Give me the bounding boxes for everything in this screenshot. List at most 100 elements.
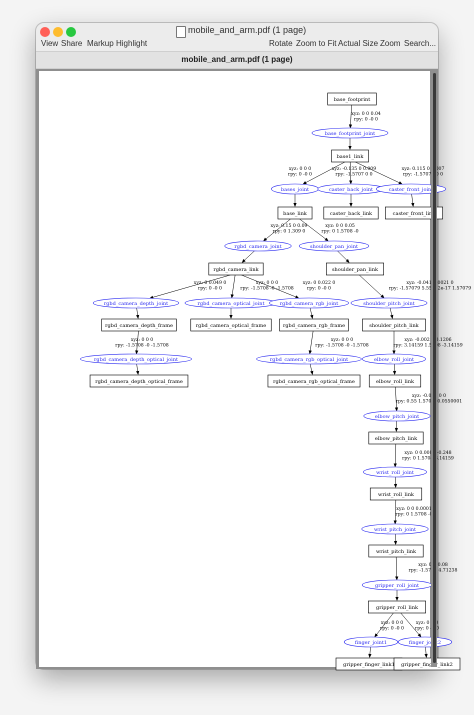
joint-node-label: shoulder_pan_joint	[310, 244, 358, 250]
link-node-label: base1_link	[337, 154, 365, 160]
link-node-label: gripper_roll_link	[376, 605, 419, 611]
joint-transform-label: xyz: 0 0 0	[289, 166, 311, 172]
link-node-label: shoulder_pan_link	[332, 267, 379, 273]
link-node-label: rgbd_camera_optical_frame	[196, 323, 267, 329]
link-node-label: base_footprint	[334, 97, 371, 103]
graph-edge-arrowhead	[136, 314, 140, 319]
graph-edge-arrowhead	[380, 294, 385, 299]
toolbar-zoom-button[interactable]: Zoom	[380, 39, 401, 48]
graph-edge	[136, 307, 139, 317]
graph-edge-arrowhead	[368, 653, 372, 658]
link-node-box	[89, 374, 189, 388]
graph-edge	[355, 161, 401, 184]
graph-edge-arrowhead	[349, 180, 353, 185]
joint-transform-label: xyz: 0 0 0	[331, 337, 353, 343]
link-node-label: shoulder_pitch_link	[369, 323, 419, 329]
link-node-box	[362, 318, 426, 332]
vertical-scrollbar-thumb[interactable]	[433, 73, 436, 663]
graph-edge	[231, 274, 236, 296]
joint-transform-label: rpy: 0 -0 0	[198, 286, 222, 292]
graph-edge-arrowhead	[392, 350, 396, 355]
link-node-label: wrist_roll_link	[378, 492, 415, 498]
graph-edge-arrowhead	[393, 520, 397, 525]
graph-edge-arrowhead	[230, 294, 234, 299]
joint-node-label: rgbd_camera_optical_joint	[198, 301, 265, 307]
graph-edge-arrowhead	[149, 295, 154, 299]
link-node-label: elbow_pitch_link	[375, 436, 418, 442]
toolbar-zoom-to-fit-button[interactable]: Zoom to Fit	[296, 39, 337, 48]
joint-node-label: caster_front_joint	[389, 187, 434, 193]
close-window-button[interactable]	[40, 27, 50, 37]
graph-edge	[411, 193, 414, 205]
graph-edge-arrowhead	[394, 427, 399, 432]
graph-edge-arrowhead	[417, 633, 422, 638]
joint-transform-label: xyz: 0 0 0.04	[351, 111, 381, 117]
graph-edge	[359, 274, 383, 297]
graph-edge-arrowhead	[293, 203, 297, 207]
joint-node-ellipse	[363, 466, 427, 478]
link-node-box	[385, 206, 443, 220]
toolbar-rotate-button[interactable]: Rotate	[269, 39, 293, 48]
link-node-box	[190, 318, 272, 332]
joint-node-label: caster_back_joint	[329, 187, 373, 193]
link-node-box	[279, 318, 349, 332]
document-tab-bar: mobile_and_arm.pdf (1 page)	[36, 51, 438, 69]
graph-edge	[309, 363, 313, 373]
joint-transform-label: rpy: 0 1.5708 3.14159	[402, 456, 454, 462]
graph-edge-arrowhead	[241, 259, 246, 263]
joint-transform-label: rpy: -1.5707 0 0	[335, 172, 372, 178]
joint-transform-label: rpy: 0 1.5708 -0	[321, 229, 358, 235]
toolbar-share-button[interactable]: Share	[61, 39, 83, 48]
joint-transform-label: rpy: 0.55 1.5708 -0.0550001	[396, 399, 462, 405]
graph-edge	[425, 646, 427, 656]
graph-edge	[375, 612, 394, 636]
joint-node-ellipse	[362, 353, 426, 365]
joint-node-label: gripper_roll_joint	[375, 583, 419, 589]
graph-edge-arrowhead	[308, 350, 312, 355]
pdf-document-icon	[176, 26, 186, 38]
link-node-label: caster_front_link	[393, 211, 437, 217]
graph-edge	[400, 612, 420, 636]
toolbar-search-field[interactable]: Search...	[404, 39, 437, 48]
graph-edge	[309, 330, 314, 352]
graph-edge	[241, 274, 297, 298]
graph-edge-arrowhead	[324, 237, 329, 242]
joint-transform-label: rpy: 0 1.5708 -0	[395, 512, 432, 518]
graph-edge-arrowhead	[295, 295, 300, 299]
joint-node-ellipse	[92, 297, 180, 309]
graph-edge	[395, 386, 397, 409]
graph-edge	[394, 443, 397, 465]
graph-edge	[299, 218, 327, 240]
toolbar-actual-size-button[interactable]: Actual Size	[338, 39, 379, 48]
link-node-label: gripper_finger_link2	[401, 662, 453, 668]
link-node-box	[323, 206, 379, 220]
link-node-label: rgbd_camera_rgb_frame	[283, 323, 345, 329]
minimize-window-button[interactable]	[53, 27, 63, 37]
joint-node-ellipse	[363, 410, 431, 422]
toolbar-view-button[interactable]: View	[41, 39, 59, 48]
toolbar-markup-button[interactable]: Markup	[87, 39, 114, 48]
graph-edge	[336, 250, 348, 261]
joint-node-ellipse	[298, 240, 370, 252]
joint-node-ellipse	[256, 353, 362, 365]
joint-node-ellipse	[375, 183, 447, 195]
window-title: mobile_and_arm.pdf (1 page)	[188, 25, 307, 35]
graph-edge	[304, 161, 345, 184]
graph-edge-arrowhead	[411, 202, 415, 207]
zoom-window-button[interactable]	[66, 27, 76, 37]
joint-transform-label: rpy: 0 -0 0	[307, 286, 331, 292]
joint-node-ellipse	[311, 127, 389, 139]
toolbar-highlight-button[interactable]: Highlight	[116, 39, 148, 48]
graph-edge-arrowhead	[392, 370, 397, 375]
link-node-label: elbow_roll_link	[376, 379, 415, 385]
link-node-box	[208, 262, 264, 276]
joint-transform-label: xyz: 0.115 0 0.007	[402, 166, 445, 172]
link-node-label: rgbd_camera_depth_optical_frame	[95, 379, 183, 385]
joint-transform-label: xyz: 0 0 0	[256, 280, 278, 286]
joint-transform-label: xyz: -0.041 0.0021 0	[406, 280, 453, 286]
link-node-box	[267, 374, 361, 388]
joint-transform-label: xyz: 0 0 0	[381, 620, 403, 626]
graph-edge-arrowhead	[398, 181, 403, 185]
